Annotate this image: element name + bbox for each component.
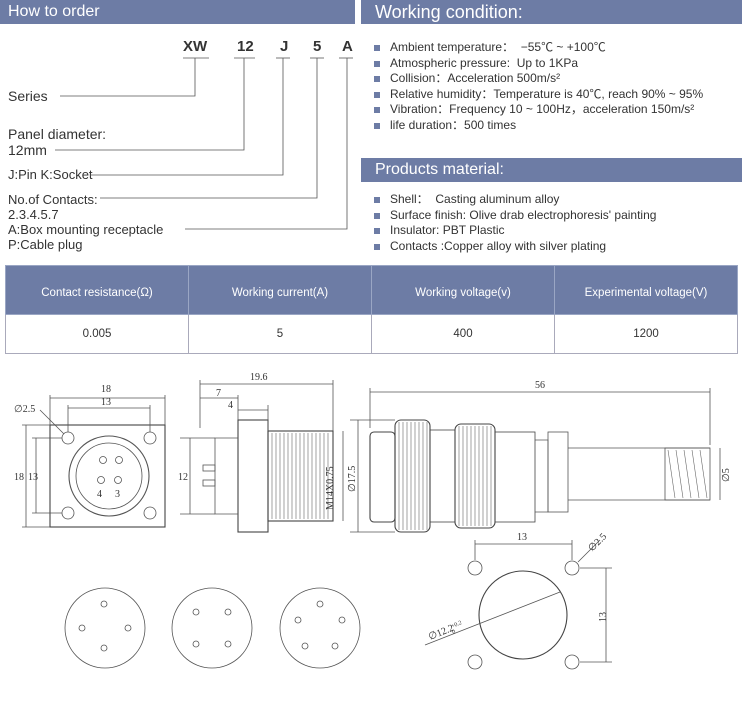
table-header: Working voltage(v) [371,265,555,315]
pin-label-a: 4 [97,489,102,500]
series-leader-line [60,58,196,97]
contacts-label: No.of Contacts: [8,192,98,207]
list-item: Shell： Casting aluminum alloy [374,192,656,208]
table-header: Experimental voltage(V) [554,265,738,315]
code-type: A [342,38,353,55]
type-leader-line [185,58,348,230]
dim-side-b: 4 [228,400,233,411]
list-item: Relative humidity：Temperature is 40℃, re… [374,87,703,103]
table-header: Contact resistance(Ω) [5,265,189,315]
list-item: Ambient temperature： −55℃ ~ +100℃ [374,40,703,56]
dim-side-height: 12 [178,472,188,483]
list-item: Insulator: PBT Plastic [374,223,656,239]
list-item: Atmospheric pressure: Up to 1KPa [374,56,703,72]
contact-layout-drawings [64,587,361,669]
code-series: XW [183,38,208,55]
pin-socket-label: J:Pin K:Socket [8,167,93,182]
type-a-label: A:Box mounting receptacle [8,222,164,237]
dim-side-thread: M14X0.75 [325,466,336,510]
panel-diameter-value: 12mm [8,142,47,158]
dim-cutout-height: 13 [598,612,609,622]
dim-front-height: 18 [14,472,24,483]
type-p-label: P:Cable plug [8,237,83,252]
table-row: 0.005 5 400 1200 [5,314,738,354]
dim-front-hole: ∅2.5 [14,404,35,415]
pin-leader-line [90,58,284,176]
series-label: Series [8,88,48,104]
list-item: Collision：Acceleration 500m/s² [374,71,703,87]
list-item: Vibration：Frequency 10 ~ 100Hz，accelerat… [374,102,703,118]
diameter-leader-line [55,58,245,151]
dim-plug-diameter: ∅17.5 [347,466,358,492]
table-cell: 0.005 [5,314,189,354]
dim-side-a: 7 [216,388,221,399]
dim-side-total: 19.6 [250,372,268,383]
code-pin-socket: J [280,38,289,55]
thread-lines [271,433,329,519]
table-cell: 5 [188,314,372,354]
panel-cutout-drawing [424,539,612,670]
working-condition-heading: Working condition: [361,0,742,24]
table-header: Working current(A) [188,265,372,315]
knurl-lines [398,422,708,530]
how-to-order-heading: How to order [0,0,355,24]
table-cell: 400 [371,314,555,354]
contacts-leader-line [100,58,318,199]
list-item: Surface finish: Olive drab electrophores… [374,208,656,224]
panel-diameter-label: Panel diameter: [8,126,107,142]
dim-cutout-tolerance: +0.2 [451,620,463,630]
material-list: Shell： Casting aluminum alloy Surface fi… [374,192,656,254]
dim-cutout-hole: ∅2.5 [586,531,609,554]
dim-front-inner: 13 [101,397,111,408]
dim-cutout-width: 13 [517,532,527,543]
list-item: Contacts :Copper alloy with silver plati… [374,239,656,255]
dim-plug-cable: ∅5 [721,468,732,482]
pin-label-b: 3 [115,489,120,500]
working-condition-list: Ambient temperature： −55℃ ~ +100℃ Atmosp… [374,40,703,133]
code-contacts: 5 [313,38,322,55]
dim-plug-length: 56 [535,380,545,391]
dim-front-inner-h: 13 [28,472,38,483]
front-view-drawing [22,395,166,528]
side-view-drawing [180,380,344,533]
products-material-heading: Products material: [361,158,742,182]
spec-table: Contact resistance(Ω) Working current(A)… [5,265,738,354]
dim-cutout-tolerance-zero: 0 [452,629,457,636]
list-item: life duration：500 times [374,118,703,134]
contacts-value: 2.3.4.5.7 [8,207,59,222]
code-diameter: 12 [237,38,254,55]
table-cell: 1200 [554,314,738,354]
plug-view-drawing [350,388,721,533]
dim-front-width: 18 [101,384,111,395]
